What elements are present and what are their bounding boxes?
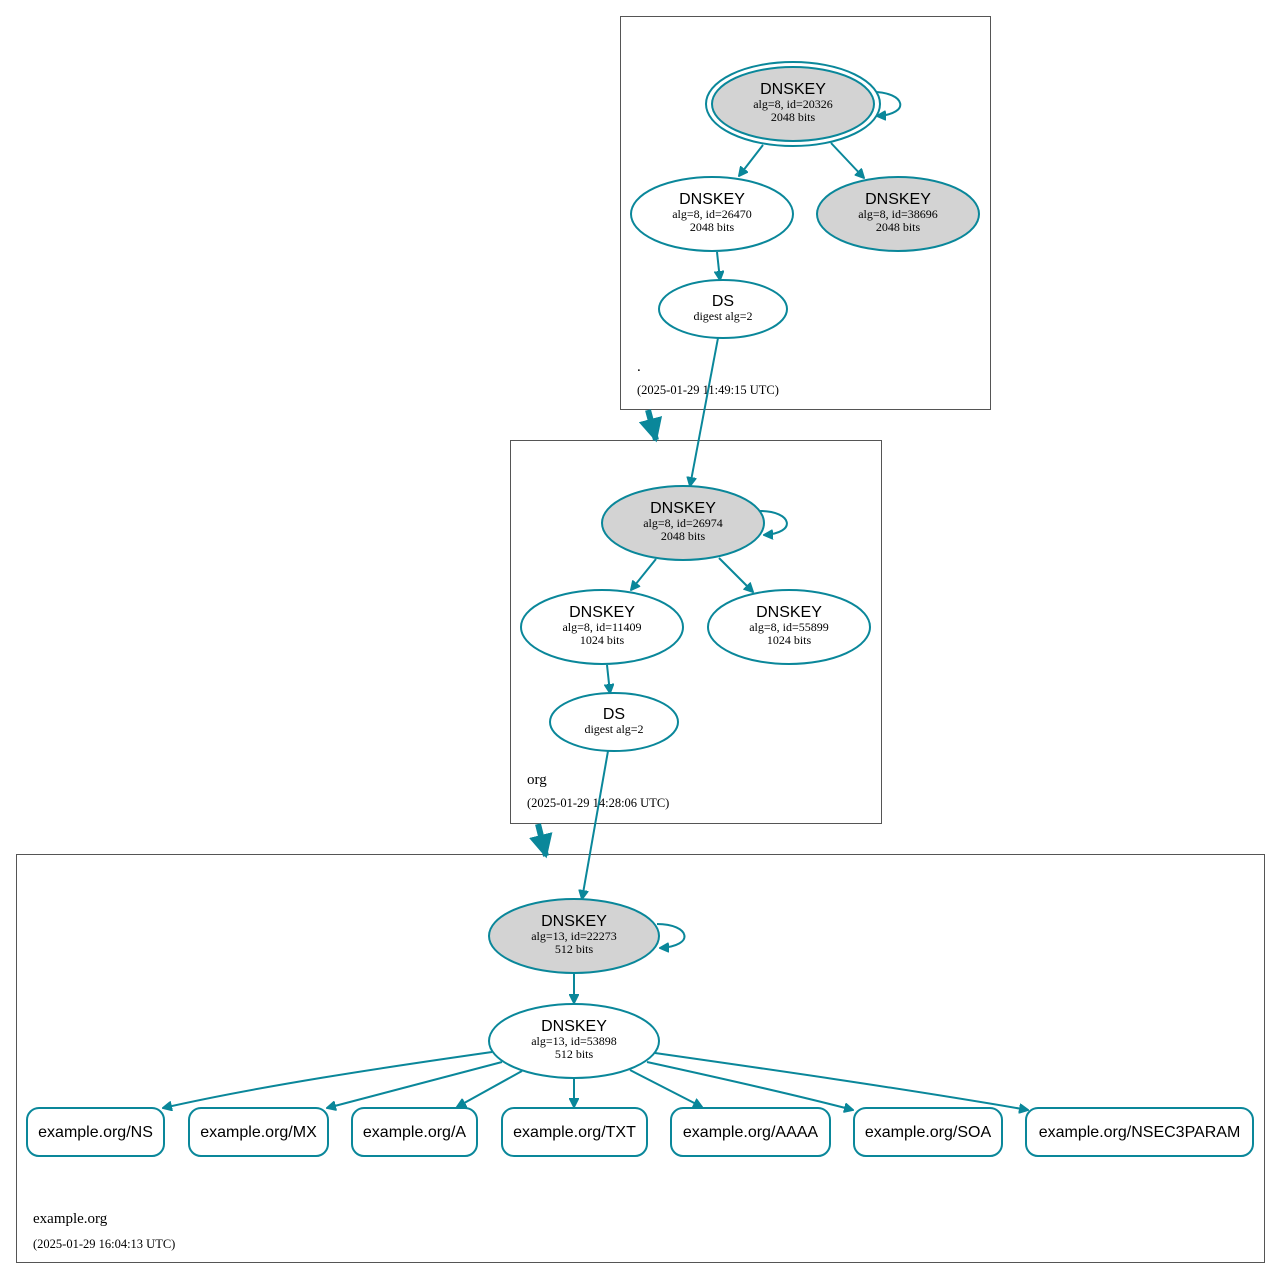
node-bits: 512 bits (555, 942, 594, 956)
node-title: DNSKEY (541, 1018, 607, 1035)
edge-org-ksk-zsk1 (631, 558, 657, 590)
node-title: DNSKEY (650, 500, 716, 517)
edge-org-zsk1-ds (607, 664, 610, 693)
edge-ex-ksk-self (656, 923, 686, 948)
edge-ex-zsk-nsec3param (654, 1052, 1028, 1110)
node-bits: 1024 bits (580, 633, 625, 647)
zone-example-timestamp: (2025-01-29 16:04:13 UTC) (33, 1237, 175, 1251)
org-ds-node[interactable]: DS digest alg=2 (549, 692, 679, 752)
node-title: DNSKEY (756, 604, 822, 621)
rrset-label: example.org/TXT (513, 1124, 636, 1141)
node-detail: alg=8, id=26974 (643, 516, 723, 530)
node-title: DS (603, 706, 625, 723)
delegation-edge-root-org (638, 409, 663, 443)
root-zsk-26470-node[interactable]: DNSKEY alg=8, id=26470 2048 bits (630, 176, 794, 252)
node-detail: alg=8, id=11409 (562, 620, 641, 634)
zone-org-cluster (510, 440, 882, 824)
node-title: DNSKEY (865, 191, 931, 208)
org-zsk-55899-node[interactable]: DNSKEY alg=8, id=55899 1024 bits (707, 589, 871, 665)
edge-ex-zsk-mx (327, 1061, 503, 1108)
node-title: DNSKEY (569, 604, 635, 621)
node-bits: 2048 bits (771, 110, 816, 124)
edge-org-ksk-zsk2 (718, 557, 753, 592)
rrset-aaaa-node[interactable]: example.org/AAAA (670, 1107, 831, 1157)
zone-root-cluster (620, 16, 991, 410)
node-bits: 2048 bits (690, 220, 735, 234)
node-title: DNSKEY (760, 81, 826, 98)
root-zsk-38696-node[interactable]: DNSKEY alg=8, id=38696 2048 bits (816, 176, 980, 252)
edge-root-ksk-self (872, 91, 902, 116)
node-detail: alg=8, id=20326 (753, 97, 833, 111)
org-ksk-node[interactable]: DNSKEY alg=8, id=26974 2048 bits (601, 485, 765, 561)
edge-ex-zsk-ns (163, 1051, 493, 1108)
node-detail: digest alg=2 (584, 722, 643, 736)
zone-example-name: example.org (33, 1211, 108, 1227)
edge-root-ksk-zsk2 (830, 142, 864, 178)
rrset-label: example.org/A (363, 1124, 466, 1141)
rrset-label: example.org/SOA (865, 1124, 992, 1141)
node-detail: alg=13, id=53898 (531, 1034, 617, 1048)
rrset-a-node[interactable]: example.org/A (351, 1107, 478, 1157)
node-detail: alg=8, id=55899 (749, 620, 829, 634)
node-title: DS (712, 293, 734, 310)
rrset-soa-node[interactable]: example.org/SOA (853, 1107, 1003, 1157)
rrset-label: example.org/AAAA (683, 1124, 819, 1141)
rrset-label: example.org/MX (200, 1124, 317, 1141)
edge-ex-zsk-aaaa (629, 1069, 702, 1107)
rrset-mx-node[interactable]: example.org/MX (188, 1107, 329, 1157)
edge-ex-zsk-a (457, 1070, 523, 1107)
edge-org-ds-example-ksk (582, 750, 609, 899)
example-ksk-node[interactable]: DNSKEY alg=13, id=22273 512 bits (488, 898, 660, 974)
zone-root-name: . (637, 359, 641, 375)
rrset-ns-node[interactable]: example.org/NS (26, 1107, 165, 1157)
rrset-nsec3param-node[interactable]: example.org/NSEC3PARAM (1025, 1107, 1254, 1157)
node-title: DNSKEY (679, 191, 745, 208)
node-bits: 2048 bits (876, 220, 921, 234)
node-detail: alg=8, id=38696 (858, 207, 938, 221)
zone-org-name: org (527, 772, 547, 788)
root-ds-node[interactable]: DS digest alg=2 (658, 279, 788, 339)
node-bits: 2048 bits (661, 529, 706, 543)
zone-example-cluster (16, 854, 1265, 1263)
edge-org-ksk-self (759, 510, 788, 535)
rrset-txt-node[interactable]: example.org/TXT (501, 1107, 648, 1157)
edge-root-ds-org-ksk (690, 337, 719, 486)
rrset-label: example.org/NS (38, 1124, 153, 1141)
node-detail: alg=8, id=26470 (672, 207, 752, 221)
edge-root-zsk1-ds (717, 251, 720, 280)
example-zsk-node[interactable]: DNSKEY alg=13, id=53898 512 bits (488, 1003, 660, 1079)
delegation-edge-org-example (529, 823, 553, 859)
node-title: DNSKEY (541, 913, 607, 930)
signing-edges (163, 91, 1028, 1110)
rrset-label: example.org/NSEC3PARAM (1039, 1124, 1241, 1141)
edge-ex-zsk-soa (646, 1061, 853, 1110)
edge-root-ksk-zsk1 (739, 144, 764, 176)
node-detail: digest alg=2 (693, 309, 752, 323)
node-bits: 1024 bits (767, 633, 812, 647)
org-zsk-11409-node[interactable]: DNSKEY alg=8, id=11409 1024 bits (520, 589, 684, 665)
node-detail: alg=13, id=22273 (531, 929, 617, 943)
root-ksk-node[interactable]: DNSKEY alg=8, id=20326 2048 bits (705, 61, 881, 147)
node-bits: 512 bits (555, 1047, 594, 1061)
